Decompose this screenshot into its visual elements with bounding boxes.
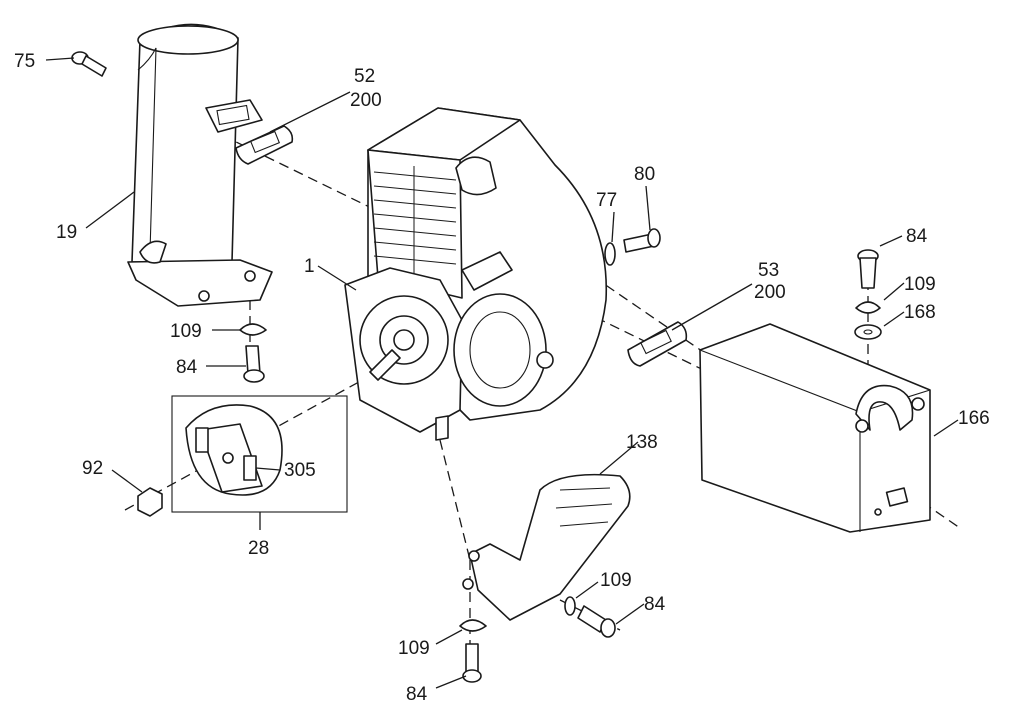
label-84-top-right: 84: [906, 226, 928, 247]
cover-part-166: [699, 323, 931, 533]
cooling-fins: [373, 166, 457, 278]
muffler-part-19: [127, 23, 273, 307]
label-1: 1: [304, 256, 315, 277]
gasket-part-53: [627, 321, 688, 367]
gasket-part-52: [235, 125, 294, 165]
label-77: 77: [596, 190, 617, 211]
label-84-bottom-left: 84: [406, 684, 428, 705]
label-52: 52: [354, 66, 375, 87]
nut-part-92: [137, 487, 163, 517]
lock-washer-part-109-left: [239, 323, 267, 336]
label-92: 92: [82, 458, 103, 479]
label-75: 75: [14, 51, 35, 72]
label-109-bottom-right: 109: [600, 570, 632, 591]
label-109-bottom-left: 109: [398, 638, 430, 659]
bolt-part-84-top-right: [857, 249, 879, 289]
label-80: 80: [634, 164, 655, 185]
engine-part-1: [344, 107, 608, 441]
lock-washer-part-109-bottom-left: [459, 619, 487, 632]
bolt-part-84-bottom-right: [577, 605, 616, 638]
label-19: 19: [56, 222, 77, 243]
label-109-left: 109: [170, 321, 202, 342]
label-305: 305: [284, 460, 316, 481]
lock-washer-part-109-bottom-right: [564, 596, 576, 616]
bracket-part-138: [462, 473, 631, 621]
bolt-part-75: [71, 51, 107, 77]
label-109-top-right: 109: [904, 274, 936, 295]
part-labels: 75 52 200 19 1 80 77 84 109 168 53 200 1…: [14, 51, 990, 705]
bolt-part-84-left: [243, 345, 265, 383]
label-53: 53: [758, 260, 779, 281]
lock-washer-part-109-top-right: [855, 301, 881, 314]
label-166: 166: [958, 408, 990, 429]
label-84-left: 84: [176, 357, 198, 378]
label-168: 168: [904, 302, 936, 323]
washer-part-168: [854, 324, 882, 340]
washer-part-77: [604, 242, 616, 266]
clutch-part-305: [185, 404, 283, 496]
bolt-part-84-bottom-left: [462, 643, 482, 683]
label-200-right: 200: [754, 282, 786, 303]
label-200-top: 200: [350, 90, 382, 111]
label-138: 138: [626, 432, 658, 453]
label-28: 28: [248, 538, 269, 559]
bolt-part-80: [623, 228, 661, 253]
leader-lines: [45, 57, 959, 689]
label-84-bottom-right: 84: [644, 594, 666, 615]
